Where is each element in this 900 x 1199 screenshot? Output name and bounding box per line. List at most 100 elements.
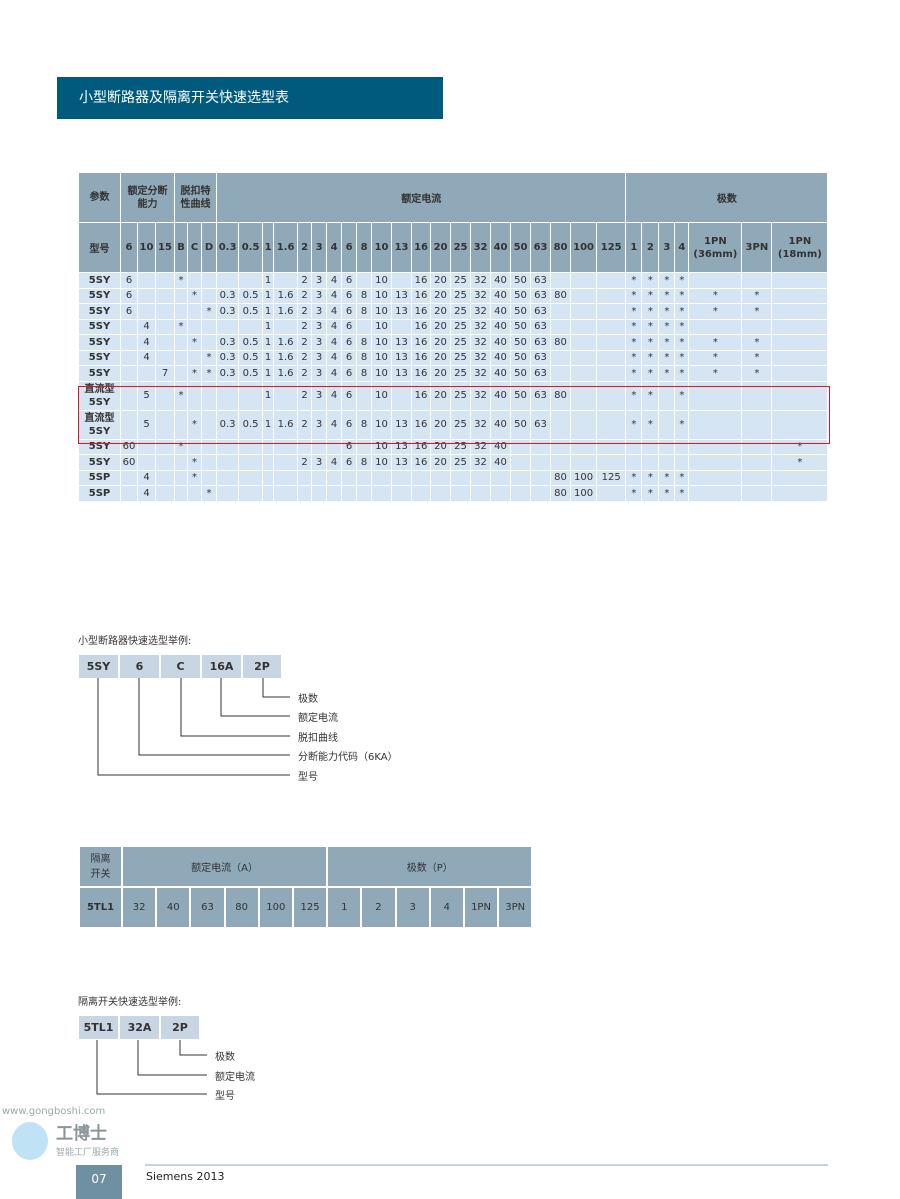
table-cell	[154, 409, 176, 440]
table-cell	[470, 485, 492, 502]
iso-model: 5TL1	[78, 886, 123, 929]
table-cell	[154, 303, 176, 320]
table-cell: 0.5	[238, 303, 264, 320]
table-cell: 100	[570, 469, 598, 486]
table-cell: 2	[297, 318, 313, 335]
table-cell	[341, 469, 358, 486]
table-cell: 4	[326, 287, 343, 304]
table-cell: 16	[411, 365, 432, 382]
table-cell: *	[641, 380, 660, 411]
table-cell: *	[641, 272, 660, 289]
table-cell: 32	[470, 454, 492, 471]
iso-currents-cell: 125	[291, 886, 329, 929]
iso-currents-cell: 80	[223, 886, 260, 929]
column-header: 1PN (36mm)	[688, 222, 743, 273]
model-cell: 5SY	[78, 334, 121, 351]
table-cell: 20	[430, 318, 452, 335]
table-cell	[297, 485, 313, 502]
model-cell: 5SP	[78, 485, 121, 502]
table-cell: *	[674, 303, 690, 320]
table-cell: 6	[341, 365, 358, 382]
table-cell	[216, 469, 240, 486]
table-cell: 20	[430, 438, 452, 455]
table-cell: 0.3	[216, 365, 240, 382]
iso-poles-header: 极数（P）	[326, 845, 534, 888]
table-cell: 10	[371, 287, 393, 304]
table-cell	[154, 485, 176, 502]
table-cell: 4	[326, 318, 343, 335]
table-cell	[326, 438, 343, 455]
table-cell	[238, 485, 264, 502]
table-cell	[570, 454, 598, 471]
table-cell: 40	[490, 365, 512, 382]
table-cell: 2	[297, 349, 313, 366]
example-box-capacity: 6	[120, 655, 159, 678]
table-cell: 6	[120, 287, 138, 304]
table-cell: 40	[490, 380, 512, 411]
table-cell	[137, 272, 156, 289]
table-cell: 63	[530, 303, 552, 320]
table-cell: 6	[341, 303, 358, 320]
label-trip-curve: 脱扣曲线	[298, 733, 338, 744]
header-param: 参数	[78, 172, 121, 223]
table-cell: 2	[297, 303, 313, 320]
table-cell: 16	[411, 409, 432, 440]
table-cell	[688, 454, 743, 471]
table-cell	[510, 469, 532, 486]
table-cell	[530, 438, 552, 455]
iso-poles-cell: 2	[360, 886, 397, 929]
table-cell: 1	[262, 318, 275, 335]
model-cell: 5SY	[78, 272, 121, 289]
table-cell: 10	[371, 318, 393, 335]
table-cell	[137, 454, 156, 471]
table-cell: 10	[371, 409, 393, 440]
column-header: 1	[625, 222, 643, 273]
table-cell: 20	[430, 409, 452, 440]
table-cell: *	[741, 287, 773, 304]
table-cell: 5	[137, 380, 156, 411]
table-cell	[688, 485, 743, 502]
table-cell: 4	[326, 409, 343, 440]
table-cell	[120, 409, 138, 440]
table-cell: 20	[430, 380, 452, 411]
table-cell: 40	[490, 303, 512, 320]
iso-currents-cell: 63	[189, 886, 226, 929]
table-cell	[174, 287, 189, 304]
iso-label-model: 型号	[215, 1091, 235, 1102]
table-cell	[187, 380, 203, 411]
model-cell: 5SY	[78, 438, 121, 455]
table-cell	[771, 272, 829, 289]
table-cell: *	[641, 287, 660, 304]
table-cell: 80	[550, 485, 572, 502]
table-cell: *	[187, 469, 203, 486]
table-cell: 0.5	[238, 365, 264, 382]
table-cell	[771, 485, 829, 502]
page-number: 07	[76, 1165, 122, 1199]
table-cell: 125	[596, 469, 627, 486]
table-cell: 13	[391, 303, 413, 320]
table-cell: 50	[510, 380, 532, 411]
table-cell: *	[688, 334, 743, 351]
table-cell: 1.6	[273, 409, 299, 440]
table-cell: 50	[510, 303, 532, 320]
iso-label-current: 额定电流	[215, 1072, 255, 1083]
table-cell	[741, 380, 773, 411]
table-cell: *	[674, 287, 690, 304]
table-cell: 6	[341, 380, 358, 411]
table-cell: 4	[326, 272, 343, 289]
table-cell: *	[625, 303, 643, 320]
table-cell: 8	[356, 454, 373, 471]
column-header: C	[187, 222, 203, 273]
table-cell	[570, 409, 598, 440]
header-rated-current: 额定电流	[216, 172, 627, 223]
table-cell	[391, 485, 413, 502]
table-cell: 13	[391, 454, 413, 471]
iso-box-poles: 2P	[161, 1016, 199, 1039]
table-cell	[120, 380, 138, 411]
